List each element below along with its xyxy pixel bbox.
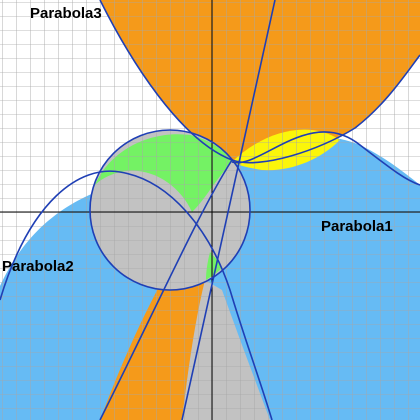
parabola1-label: Parabola1 bbox=[321, 218, 393, 235]
parabola3-region bbox=[100, 0, 420, 163]
circle-curve bbox=[89, 129, 251, 291]
grey-wedge bbox=[182, 280, 270, 420]
line-1 bbox=[181, 0, 276, 420]
parabola3-curve bbox=[99, 0, 420, 164]
parabola2-curve bbox=[0, 170, 273, 420]
green-region-lower bbox=[206, 252, 222, 280]
parabola1-curve bbox=[231, 131, 420, 186]
yellow-region bbox=[232, 129, 340, 171]
parabola2-label: Parabola2 bbox=[2, 258, 74, 275]
line-2 bbox=[99, 159, 233, 420]
parabola3-label: Parabola3 bbox=[30, 5, 102, 22]
green-region-upper bbox=[95, 134, 232, 212]
